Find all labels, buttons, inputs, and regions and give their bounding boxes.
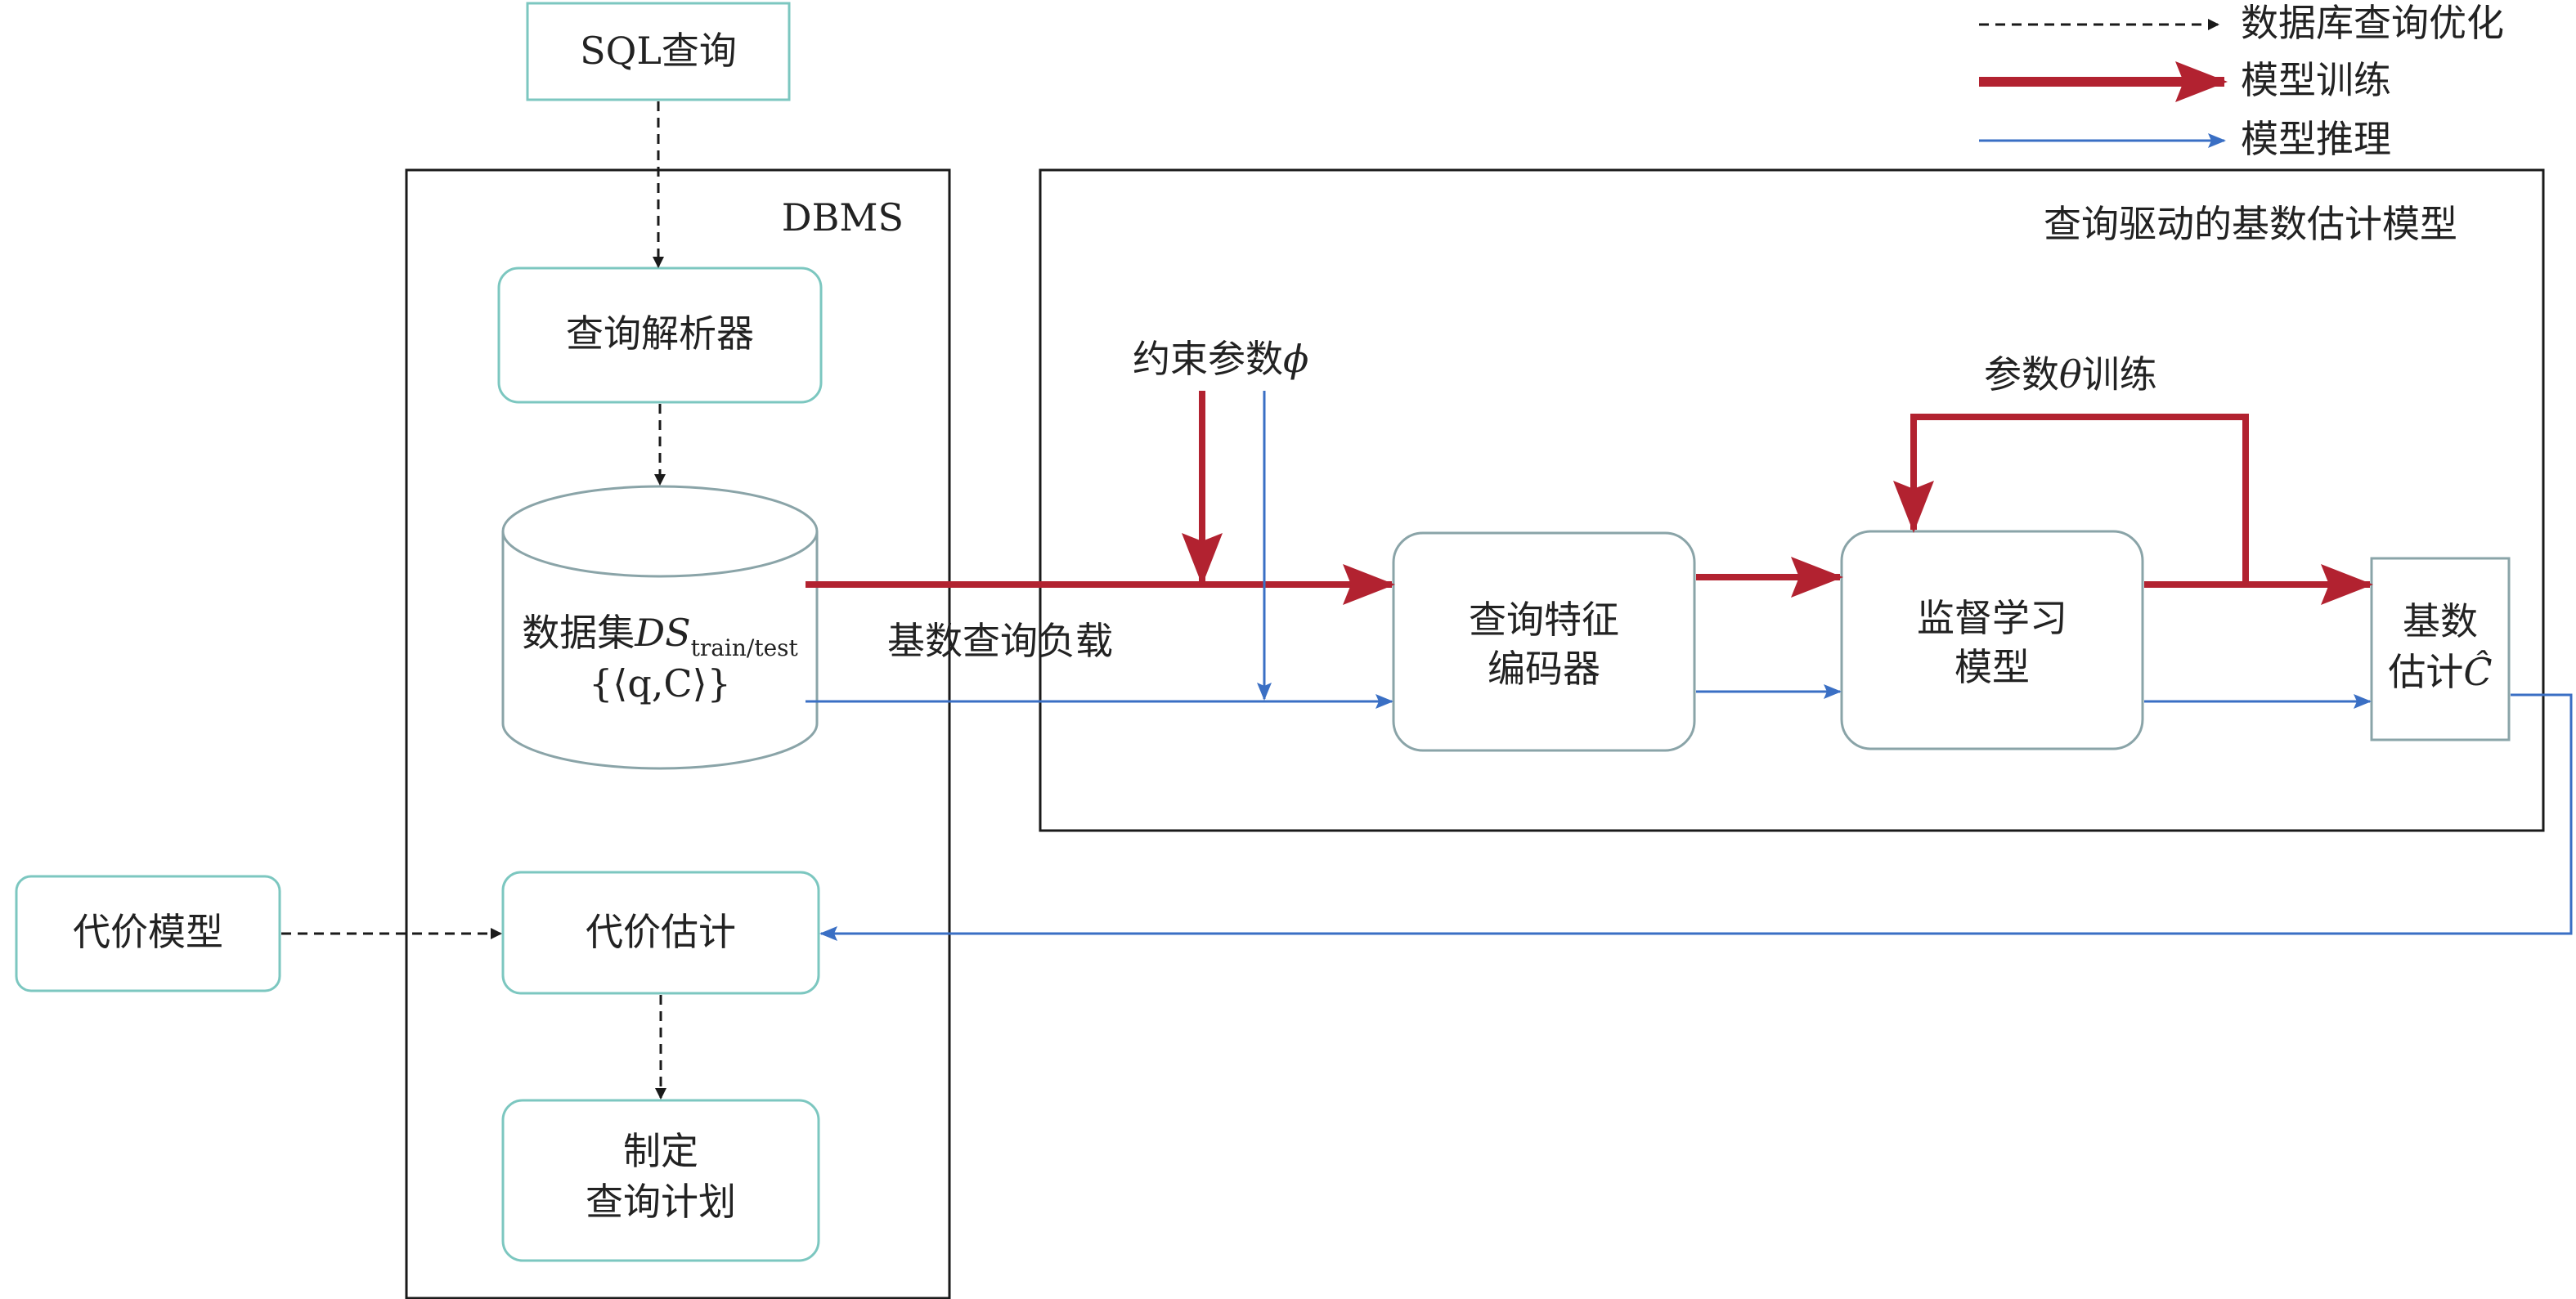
constraint-param-label: 约束参数ϕ (1133, 337, 1308, 381)
query-parser-label: 查询解析器 (566, 311, 754, 356)
legend-label-inference: 模型推理 (2241, 117, 2391, 161)
supervised-line2: 模型 (1954, 645, 2030, 689)
supervised-line1: 监督学习 (1917, 596, 2067, 640)
query-parser-box (497, 267, 823, 404)
encoder-line1: 查询特征 (1469, 598, 1619, 642)
make-plan-line1: 制定 (623, 1129, 698, 1173)
cost-estimate-label: 代价估计 (586, 910, 736, 954)
sql-query-box (526, 2, 791, 101)
theta-prefix: 参数 (1984, 352, 2059, 396)
dbms-frame (405, 168, 951, 1299)
card-estimate-prefix: 估计 (2388, 650, 2463, 694)
dataset-var: DS (634, 611, 690, 655)
constraint-param-symbol: ϕ (1283, 337, 1308, 381)
model-frame-title: 查询驱动的基数估计模型 (2044, 202, 2457, 246)
cost-estimate-box (501, 871, 820, 995)
dataset-cylinder (501, 485, 819, 770)
train-arrow-theta-loop (1893, 414, 2249, 585)
card-estimate-symbol: Ĉ (2463, 649, 2492, 694)
supervised-model-box (1840, 530, 2144, 750)
constraint-param-text: 约束参数 (1133, 337, 1283, 381)
encoder-line2: 编码器 (1488, 647, 1600, 691)
legend-label-training: 模型训练 (2241, 58, 2391, 102)
cost-model-box (15, 875, 281, 992)
card-estimate-line2: 估计Ĉ (2388, 649, 2492, 694)
dataset-label-line2: {⟨q,C⟩} (589, 661, 731, 705)
dataset-prefix: 数据集 (522, 611, 635, 655)
make-plan-line2: 查询计划 (586, 1180, 736, 1224)
theta-training-label: 参数θ训练 (1984, 352, 2157, 396)
card-estimate-line1: 基数 (2403, 599, 2478, 643)
dataset-label-line1: 数据集DStrain/test (522, 611, 798, 661)
legend: 数据库查询优化 模型训练 模型推理 (1979, 1, 2504, 161)
theta-symbol: θ (2059, 352, 2082, 396)
infer-arrow-estimate-to-cost (819, 693, 2573, 941)
encoder-box (1392, 531, 1696, 752)
dbms-title: DBMS (782, 195, 904, 240)
make-plan-box (501, 1099, 820, 1262)
dataset-sub: train/test (691, 634, 799, 661)
theta-suffix: 训练 (2082, 352, 2157, 396)
sql-query-label: SQL查询 (580, 29, 737, 73)
cost-model-label: 代价模型 (73, 910, 223, 954)
model-frame (1039, 168, 2545, 832)
workload-label: 基数查询负载 (887, 619, 1113, 663)
card-estimate-box (2370, 557, 2511, 741)
legend-label-optimization: 数据库查询优化 (2241, 1, 2504, 45)
